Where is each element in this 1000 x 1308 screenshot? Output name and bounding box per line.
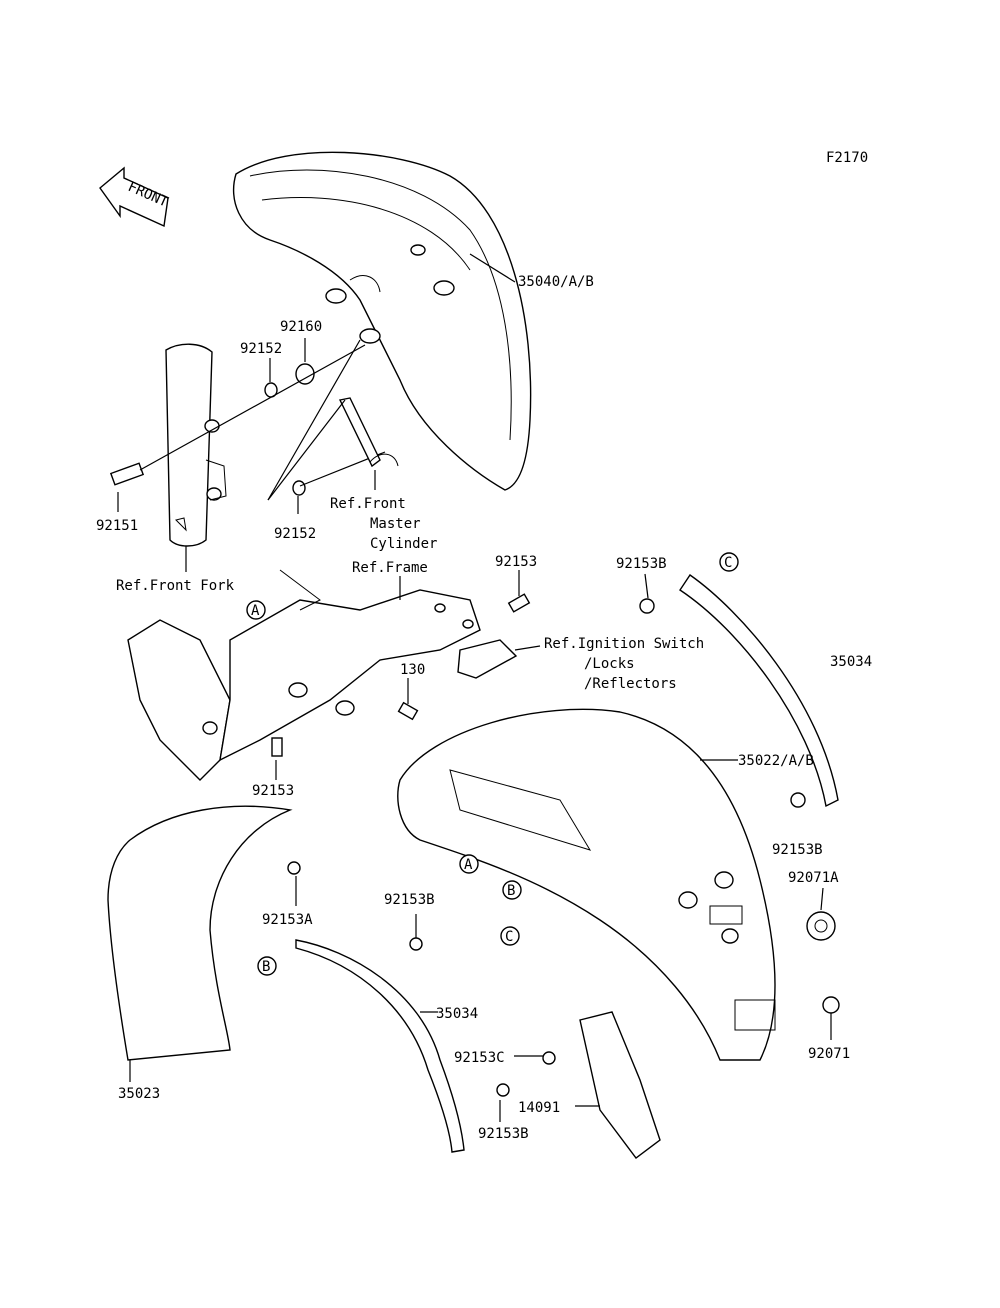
label-92153b-bottom: 92153B	[478, 1126, 529, 1142]
label-35040: 35040/A/B	[518, 274, 594, 290]
svg-text:C: C	[724, 555, 732, 571]
callout-a-upper: A	[246, 600, 266, 620]
guard-14091	[579, 1011, 661, 1159]
bracket-35034-right	[679, 574, 839, 808]
label-ref-front-master-2: Master	[370, 516, 421, 532]
label-92153-mid: 92153	[252, 783, 294, 799]
label-ref-front-fork: Ref.Front Fork	[116, 578, 235, 594]
label-92151: 92151	[96, 518, 138, 534]
bolt-92151	[109, 462, 145, 486]
grommet-92071a	[806, 911, 836, 941]
bolt-92153b-top	[639, 598, 655, 614]
label-35034-left: 35034	[436, 1006, 478, 1022]
bolt-92153-top	[507, 593, 531, 613]
front-arrow-icon: FRONT	[99, 166, 171, 228]
label-35022: 35022/A/B	[738, 753, 814, 769]
figure-code: F2170	[826, 150, 868, 166]
brake-hose-bracket	[338, 397, 399, 468]
label-14091: 14091	[518, 1100, 560, 1116]
label-92153b-top: 92153B	[616, 556, 667, 572]
cover-35023	[107, 805, 293, 1061]
frame	[127, 569, 481, 781]
grommet-92071	[822, 996, 840, 1014]
callout-c-upper: C	[719, 552, 739, 572]
label-ref-ignition-3: /Reflectors	[584, 676, 677, 692]
cushion-92160	[295, 363, 315, 385]
bolt-92153-mid	[271, 737, 283, 757]
label-92153b-mid: 92153B	[384, 892, 435, 908]
callout-b-lower: B	[502, 880, 522, 900]
ignition-bracket	[457, 639, 518, 679]
label-92152-upper: 92152	[240, 341, 282, 357]
label-ref-front-master-3: Cylinder	[370, 536, 437, 552]
bolt-92153a	[287, 861, 301, 875]
svg-text:A: A	[464, 857, 473, 873]
bolt-92153b-right	[790, 792, 806, 808]
label-92160: 92160	[280, 319, 322, 335]
label-92153-top: 92153	[495, 554, 537, 570]
bolt-92153b-mid	[409, 937, 423, 951]
label-92153c: 92153C	[454, 1050, 505, 1066]
label-ref-frame: Ref.Frame	[352, 560, 428, 576]
label-35034-right: 35034	[830, 654, 872, 670]
bolt-130	[397, 701, 419, 721]
label-ref-ignition-2: /Locks	[584, 656, 635, 672]
label-92153b-right: 92153B	[772, 842, 823, 858]
bracket-35034-left	[295, 939, 465, 1153]
label-92071a: 92071A	[788, 870, 839, 886]
front-fender	[232, 151, 532, 491]
front-fork	[165, 343, 227, 547]
label-ref-front-master-1: Ref.Front	[330, 496, 406, 512]
bolt-92153b-bottom	[496, 1083, 510, 1097]
label-92071: 92071	[808, 1046, 850, 1062]
callout-a-lower: A	[459, 854, 479, 874]
svg-text:A: A	[251, 603, 260, 619]
label-35023: 35023	[118, 1086, 160, 1102]
collar-92152-lower	[292, 480, 306, 496]
svg-text:B: B	[507, 883, 515, 899]
label-92153a: 92153A	[262, 912, 313, 928]
callout-c-lower: C	[500, 926, 520, 946]
label-ref-ignition-1: Ref.Ignition Switch	[544, 636, 704, 652]
label-130: 130	[400, 662, 425, 678]
rear-fender	[397, 708, 776, 1061]
bolt-92153c	[542, 1051, 556, 1065]
svg-text:B: B	[262, 959, 270, 975]
callout-b-left: B	[257, 956, 277, 976]
svg-text:C: C	[505, 929, 513, 945]
label-92152-lower: 92152	[274, 526, 316, 542]
